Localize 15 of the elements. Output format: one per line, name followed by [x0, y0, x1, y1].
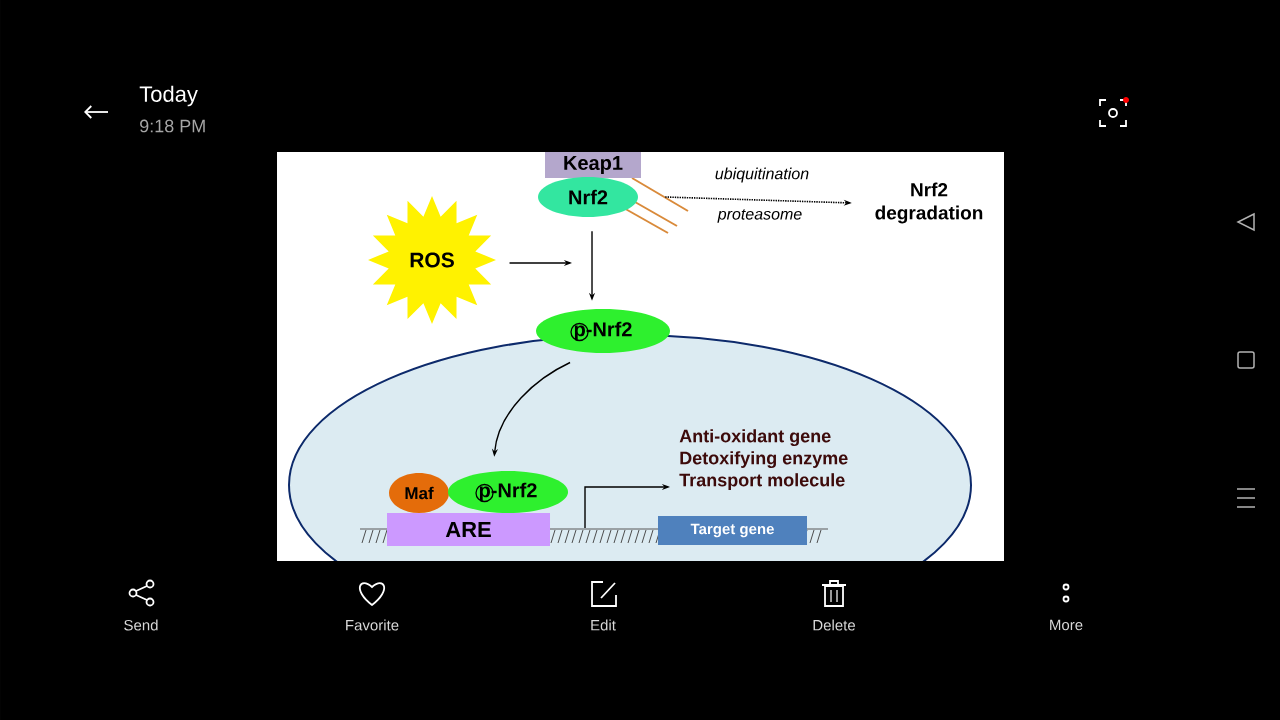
protein-box: Keap1	[545, 152, 641, 178]
toolbar-label: Edit	[591, 619, 616, 631]
result-text: Nrf2 degradation	[875, 182, 983, 224]
gene-box: Target gene	[658, 516, 807, 545]
element-box: ARE	[387, 513, 550, 546]
header-title: Today	[139, 85, 198, 107]
process-label: proteasome	[717, 209, 802, 223]
edge-label: ubiquitination	[715, 167, 809, 183]
toolbar-label: Favorite	[346, 619, 399, 631]
timestamp: 9:18 PM	[140, 119, 205, 133]
ros-burst: ROS	[368, 196, 496, 324]
toolbar-label: Delete	[813, 619, 855, 631]
toolbar-label: More	[1050, 619, 1083, 631]
toolbar-label: Send	[124, 619, 158, 631]
product-list: Anti-oxidant gene Detoxifying enzyme Transport molecule	[679, 429, 848, 490]
